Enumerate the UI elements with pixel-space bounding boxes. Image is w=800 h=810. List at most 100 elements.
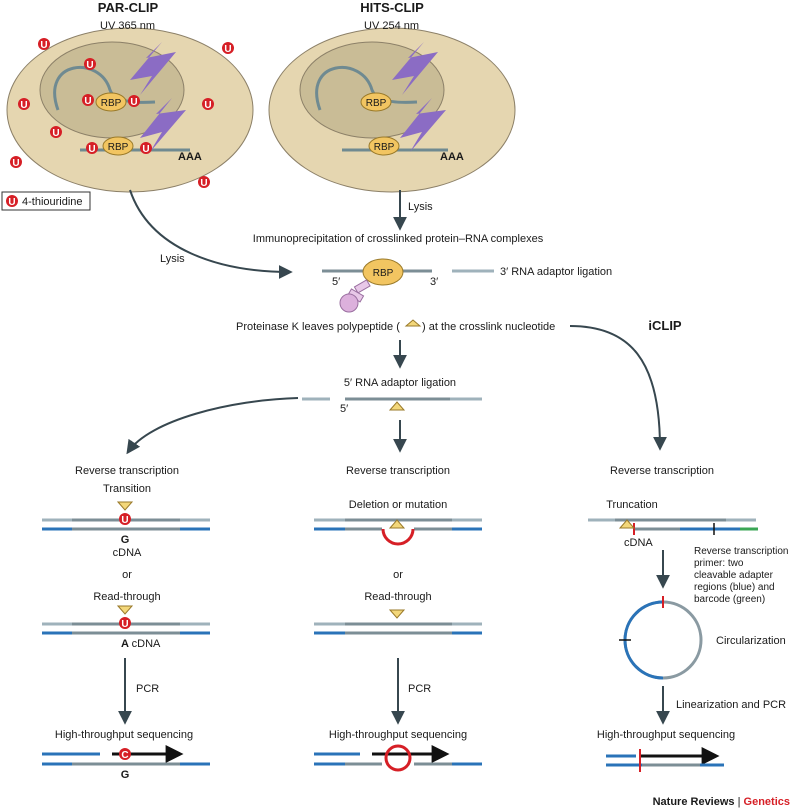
credit-journal: Nature Reviews	[653, 796, 735, 808]
journal-credit: Nature Reviews | Genetics	[653, 796, 790, 808]
rbp-label: RBP	[101, 98, 122, 109]
thiouridine-icon	[119, 513, 131, 525]
deletion-label: Deletion or mutation	[349, 499, 447, 511]
base-a-label: A	[121, 638, 129, 650]
polya-tail-label: AAA	[440, 151, 464, 163]
truncation-label: Truncation	[606, 499, 658, 511]
svg-text:U: U	[8, 197, 15, 208]
immunoprecipitation-label: Immunoprecipitation of crosslinked prote…	[253, 233, 544, 245]
svg-text:U: U	[84, 96, 91, 107]
rbp-label: RBP	[373, 268, 394, 279]
adaptor3-label: 3′ RNA adaptor ligation	[500, 266, 612, 278]
svg-text:U: U	[204, 100, 211, 111]
parclip-column: Reverse transcription Transition U G cDN…	[42, 465, 210, 781]
svg-text:Nature Reviews | Genetics: Nature Reviews | Genetics	[653, 796, 790, 808]
credit-section: Genetics	[744, 796, 790, 808]
thiouridine-markers: U U U U U U U U U U U U	[10, 38, 234, 189]
polypeptide-icon	[388, 401, 406, 411]
svg-text:U: U	[40, 40, 47, 51]
or-label: or	[393, 569, 403, 581]
proteinase-label-start: Proteinase K leaves polypeptide (	[236, 321, 400, 333]
svg-text:U: U	[224, 44, 231, 55]
svg-text:U: U	[121, 619, 128, 630]
three-prime-label: 3′	[430, 276, 438, 288]
transition-label: Transition	[103, 483, 151, 495]
rbp-protein	[368, 136, 400, 156]
hitsclip-title: HITS-CLIP	[360, 0, 424, 15]
svg-text:C: C	[121, 750, 128, 761]
adaptor5-label: 5′ RNA adaptor ligation	[344, 377, 456, 389]
svg-text:U: U	[20, 100, 27, 111]
hitsclip-uv-label: UV 254 nm	[364, 20, 419, 32]
reverse-transcription-label: Reverse transcription	[610, 465, 714, 477]
svg-text:U: U	[130, 97, 137, 108]
rbp-protein	[362, 258, 404, 286]
primer-note-line-4: regions (blue) and	[694, 582, 775, 593]
hitsclip-lysis-label: Lysis	[408, 201, 433, 213]
uv-lightning-icon	[392, 42, 438, 95]
iclip-title: iCLIP	[648, 318, 682, 333]
parclip-branch-arrow	[126, 397, 299, 455]
five-prime-label: 5′	[340, 403, 348, 415]
readthrough-label: Read-through	[364, 591, 431, 603]
reverse-transcription-label: Reverse transcription	[346, 465, 450, 477]
linearization-label: Linearization and PCR	[676, 699, 786, 711]
primer-note-line-2: primer: two	[694, 558, 744, 569]
ip-complex: RBP 5′ 3′	[322, 258, 494, 313]
polypeptide-icon	[388, 609, 406, 619]
five-prime-label: 5′	[332, 276, 340, 288]
svg-text:U: U	[121, 515, 128, 526]
parclip-lysis-label: Lysis	[160, 253, 185, 265]
thiouridine-legend: U 4-thiouridine	[1, 191, 91, 211]
uv-lightning-icon	[140, 98, 186, 152]
hts-label: High-throughput sequencing	[329, 729, 467, 741]
rbp-label: RBP	[108, 142, 129, 153]
antibody	[353, 279, 371, 294]
svg-text:U: U	[52, 128, 59, 139]
polypeptide-icon	[116, 605, 134, 615]
hitsclip-column: Reverse transcription Deletion or mutati…	[314, 465, 482, 772]
legend-label: 4-thiouridine	[22, 196, 83, 208]
polya-tail-label: AAA	[178, 151, 202, 163]
proteinase-label-end: ) at the crosslink nucleotide	[422, 321, 555, 333]
deletion-loop	[384, 744, 412, 772]
cdna-label: cDNA	[624, 537, 653, 549]
hitsclip-cell: UV 254 nm RBP RBP AAA	[268, 20, 516, 193]
polypeptide-icon	[618, 519, 636, 529]
polypeptide-icon	[388, 519, 406, 529]
parclip-cell: UV 365 nm RBP RBP AAA U U U U U U U U U …	[6, 20, 254, 193]
svg-text:U: U	[142, 144, 149, 155]
parclip-title: PAR-CLIP	[98, 0, 159, 15]
svg-text:U: U	[200, 178, 207, 189]
bead	[339, 293, 359, 313]
rbp-protein	[102, 136, 134, 156]
base-g-label: G	[121, 534, 130, 546]
readthrough-label: Read-through	[93, 591, 160, 603]
deletion-loop	[381, 528, 415, 546]
hts-label: High-throughput sequencing	[55, 729, 193, 741]
primer-note-line-5: barcode (green)	[694, 594, 765, 605]
uv-lightning-icon	[130, 42, 176, 95]
rbp-protein	[360, 92, 392, 112]
rbp-label: RBP	[366, 98, 387, 109]
polypeptide-icon	[404, 319, 422, 327]
primer-note-line-3: cleavable adapter	[694, 570, 774, 581]
base-g-label: G	[121, 769, 130, 781]
pcr-label: PCR	[408, 683, 431, 695]
iclip-branch-arrow	[569, 325, 667, 451]
hts-label: High-throughput sequencing	[597, 729, 735, 741]
cdna-label: cDNA	[132, 638, 161, 650]
pcr-label: PCR	[136, 683, 159, 695]
svg-text:U: U	[12, 158, 19, 169]
thiouridine-icon	[119, 617, 131, 629]
circularization-label: Circularization	[716, 635, 786, 647]
lysis-arrow	[129, 189, 293, 279]
primer-note-line-1: Reverse transcription	[694, 546, 788, 557]
rbp-protein	[95, 92, 127, 112]
polypeptide-icon	[116, 501, 134, 511]
or-label: or	[122, 569, 132, 581]
svg-text:U: U	[86, 60, 93, 71]
cdna-label: cDNA	[113, 547, 142, 559]
uv-lightning-icon	[400, 98, 446, 152]
